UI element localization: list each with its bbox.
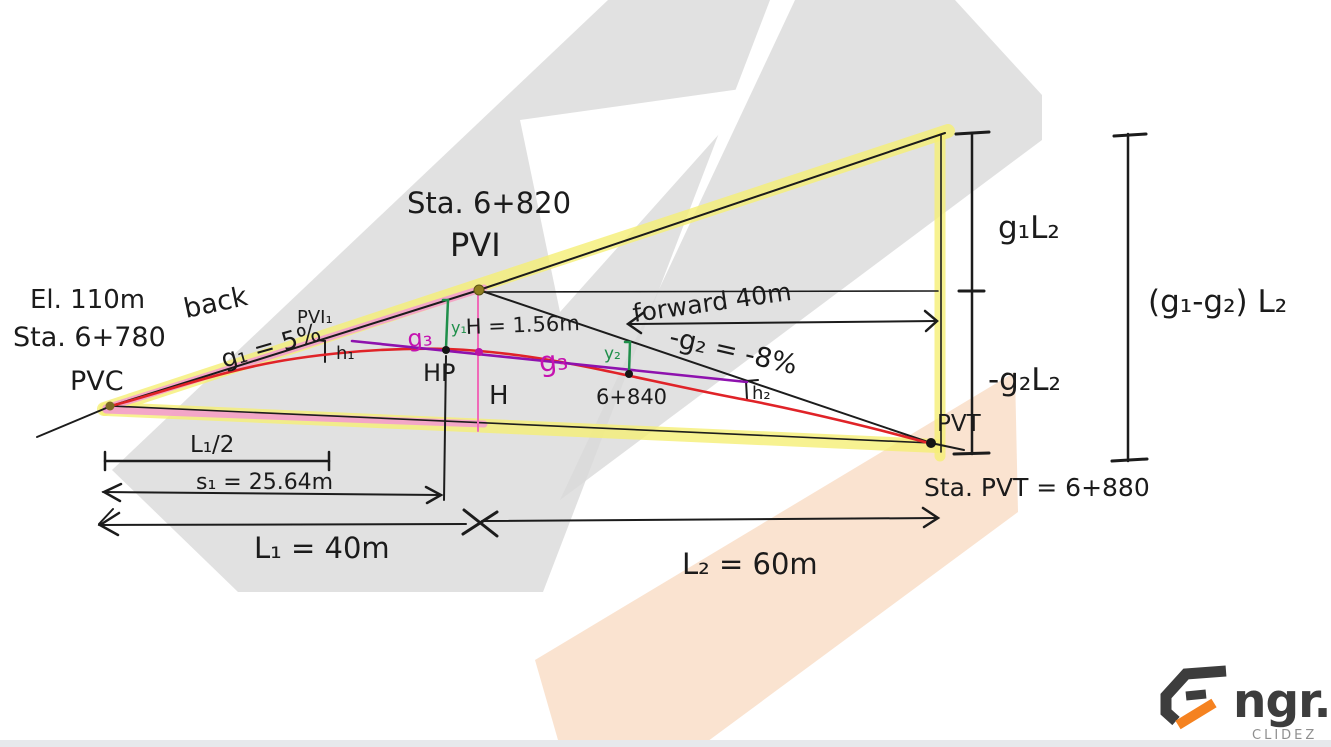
label-neg-g2-l2: -g₂L₂ xyxy=(988,362,1061,398)
bottom-edge-strip xyxy=(0,740,1331,747)
forward-40m-arrow xyxy=(629,320,937,325)
label-h2: h₂ xyxy=(752,383,771,404)
label-elevation-110m: El. 110m xyxy=(30,285,145,315)
logo-hex-e-middle-bar-icon xyxy=(1185,689,1207,701)
logo-brand-text: ngr. xyxy=(1233,674,1330,729)
diagram-labels: El. 110m Sta. 6+780 PVC back g₁ = 5% PVI… xyxy=(13,186,1287,581)
label-y1: y₁ xyxy=(451,318,467,337)
label-l1-value: L₁ = 40m xyxy=(254,531,390,565)
brand-logo: ngr. CLIDEZ xyxy=(1160,665,1331,743)
label-pvc: PVC xyxy=(70,366,124,397)
label-back: back xyxy=(181,281,251,325)
inner-bracket-cap-bottom xyxy=(952,451,991,456)
tangent-extension-right xyxy=(930,442,965,451)
g3-secant-line-purple xyxy=(350,339,749,384)
parabolic-curve-red xyxy=(109,347,934,446)
label-pvi: PVI xyxy=(450,226,501,264)
y2-offset-line-green xyxy=(623,340,632,375)
label-h: H xyxy=(489,381,509,411)
label-g1-l2: g₁L₂ xyxy=(998,210,1060,246)
pvi-point xyxy=(473,284,485,296)
label-h1: h₁ xyxy=(336,343,355,364)
pvt-point xyxy=(926,438,936,448)
analysis-lines xyxy=(109,291,934,446)
s1-arrowhead-right xyxy=(424,485,444,505)
l2-arrowhead-right xyxy=(921,506,941,529)
logo-sub-text: CLIDEZ xyxy=(1252,728,1317,743)
label-g1-minus-g2-l2: (g₁-g₂) L₂ xyxy=(1148,284,1287,320)
l1-dim-line xyxy=(98,523,467,526)
logo-orange-slash-icon xyxy=(1175,698,1217,730)
dim-junction-x-stroke2 xyxy=(461,510,499,536)
label-sta-6780: Sta. 6+780 xyxy=(13,322,166,353)
tangent-extension-left xyxy=(36,405,112,438)
forward-arrowhead-right xyxy=(923,309,939,333)
point-markers xyxy=(105,284,936,448)
label-pvt: PVT xyxy=(937,411,982,437)
pvc-point xyxy=(105,401,115,411)
label-sta-6840: 6+840 xyxy=(596,385,667,409)
midcurve-point xyxy=(475,348,483,356)
l2-dim-line xyxy=(481,517,938,522)
horizontal-line-through-pvi xyxy=(478,290,939,293)
l1-arrowhead-left-extra xyxy=(98,508,114,525)
label-sta-pvt-6880: Sta. PVT = 6+880 xyxy=(924,473,1150,502)
watermark-peach-band xyxy=(535,372,1018,747)
hp-drop-line xyxy=(443,355,447,501)
s1-dim-line xyxy=(102,491,442,496)
dimension-lines xyxy=(97,130,1149,538)
sta-6840-point xyxy=(625,370,633,378)
s1-arrowhead-left xyxy=(101,482,123,503)
label-sta-6820: Sta. 6+820 xyxy=(407,186,571,220)
outer-bracket-cap-bottom xyxy=(1110,457,1149,463)
label-s1-value: s₁ = 25.64m xyxy=(196,470,333,495)
forward-tangent-line xyxy=(478,289,932,444)
label-y2: y₂ xyxy=(604,344,621,364)
label-hp: HP xyxy=(423,359,456,387)
label-pvi-prime: PVI₁ xyxy=(297,307,333,328)
l1-arrowhead-left xyxy=(97,511,121,537)
chord-line xyxy=(110,405,932,444)
label-g3-left: g₃ xyxy=(406,323,433,353)
label-g3-right: g₃ xyxy=(537,343,569,379)
label-h-value: H = 1.56m xyxy=(465,311,580,339)
y1-offset-line-green xyxy=(441,298,450,350)
label-l2-value: L₂ = 60m xyxy=(682,547,818,581)
forward-arrowhead-left xyxy=(625,311,645,335)
highlight-chord-pink xyxy=(102,406,488,428)
label-l1-half: L₁/2 xyxy=(190,432,234,458)
inner-bracket-cap-top xyxy=(954,130,991,136)
hp-point xyxy=(442,346,450,354)
outer-bracket-cap-top xyxy=(1112,132,1148,138)
logo-hex-e-icon xyxy=(1160,665,1227,726)
